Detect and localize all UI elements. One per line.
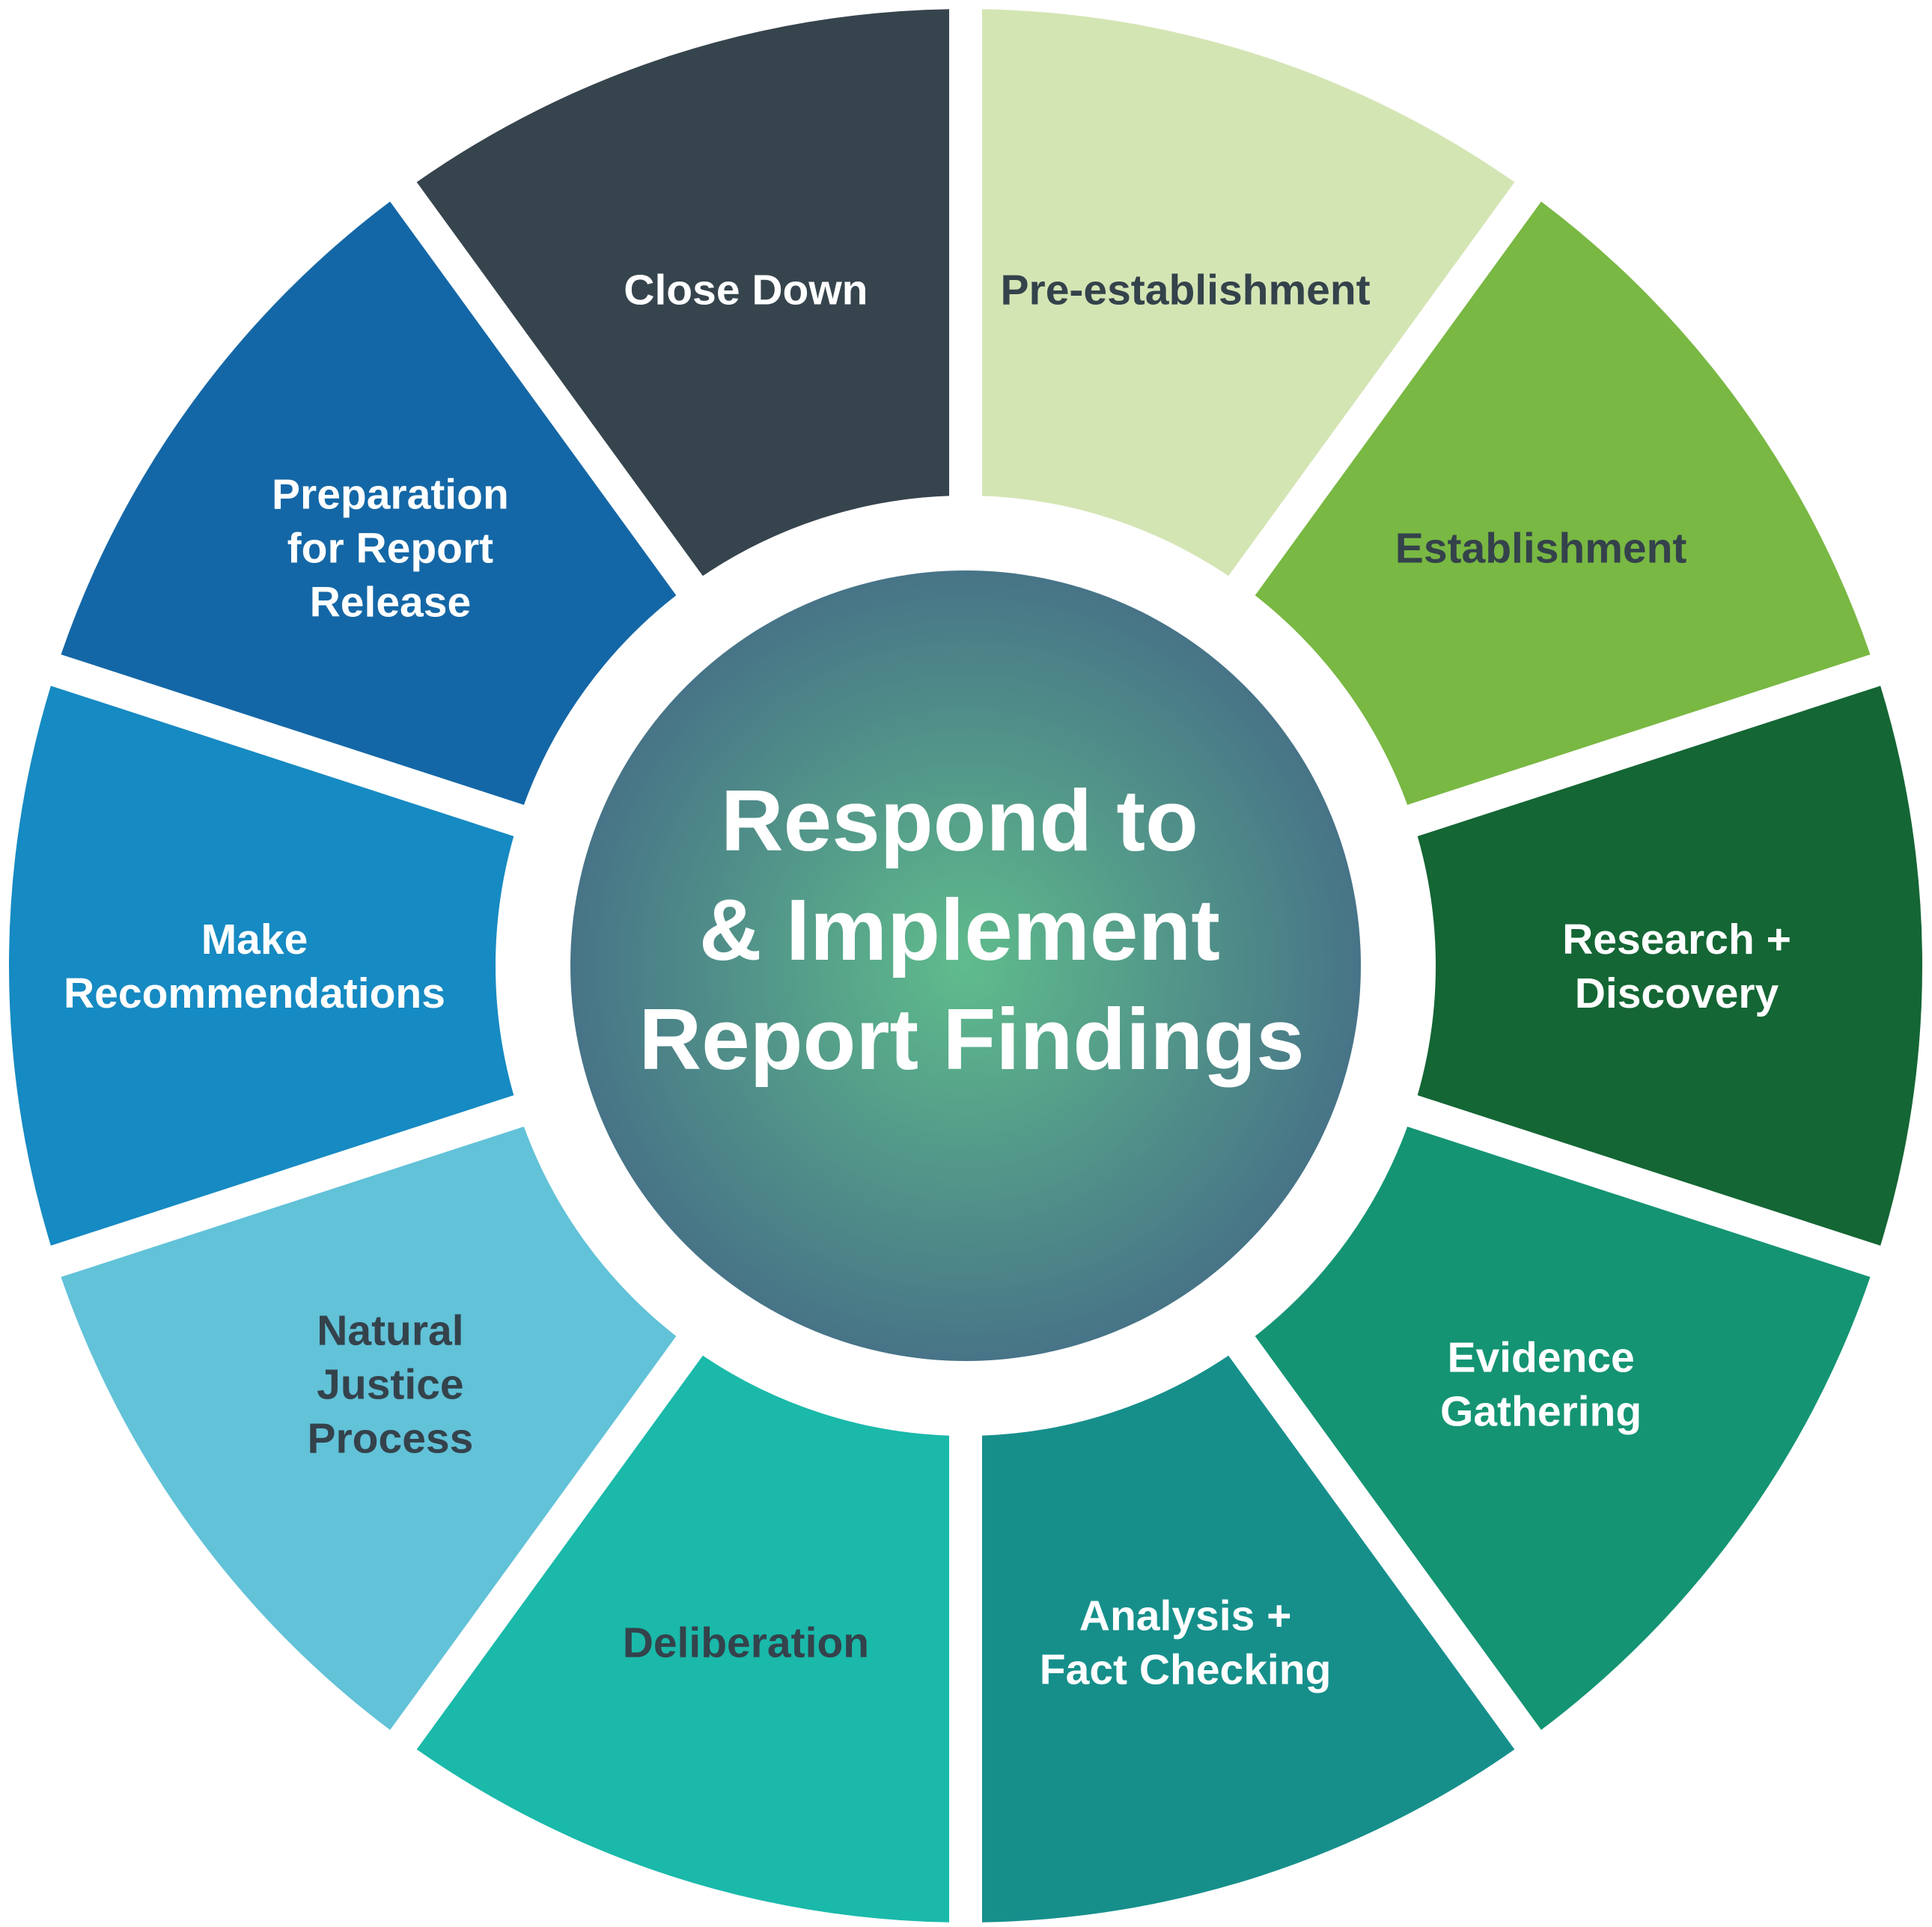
segment-shape-natural-justice-process [61, 1126, 677, 1730]
segment-shape-evidence-gathering [1255, 1126, 1871, 1730]
segment-shape-establishment [1255, 201, 1871, 806]
segment-label-line: for Report [287, 525, 494, 573]
segment-label-line: Pre-establishment [1001, 267, 1371, 314]
center-title-line-3: Report Findings [639, 990, 1304, 1088]
segment-shape-research-discovery [1417, 686, 1923, 1246]
segment-label-research-discovery: Research + Discovery [1562, 916, 1791, 1017]
segment-research-discovery: Research + Discovery [1417, 686, 1923, 1246]
segment-label-line: Fact Checking [1040, 1646, 1332, 1694]
segment-label-line: Deliberation [623, 1619, 869, 1667]
center-circle [570, 570, 1361, 1361]
segment-shape-preparation-for-report-release [61, 201, 677, 806]
segment-shape-deliberation [416, 1355, 949, 1923]
segment-pre-establishment: Pre-establishment [982, 9, 1515, 576]
segment-deliberation: Deliberation [416, 1355, 949, 1923]
segment-shape-analysis-fact-checking [982, 1355, 1515, 1923]
segment-label-line: Release [310, 579, 472, 627]
segment-label-close-down: Close Down [624, 267, 868, 314]
segment-shape-close-down [416, 9, 949, 576]
segment-label-line: Evidence [1447, 1333, 1634, 1381]
segment-shape-make-recommendations [8, 686, 514, 1246]
segment-label-line: Analysis + [1079, 1592, 1292, 1640]
segment-label-line: Gathering [1440, 1387, 1642, 1435]
segment-label-deliberation: Deliberation [623, 1619, 869, 1667]
segment-label-line: Research + [1562, 916, 1791, 964]
segment-analysis-fact-checking: Analysis + Fact Checking [982, 1355, 1515, 1923]
segment-label-line: Preparation [272, 471, 509, 519]
segment-shape-pre-establishment [982, 9, 1515, 576]
segment-label-line: Process [307, 1414, 473, 1462]
segment-label-line: Recommendations [64, 969, 445, 1017]
segment-label-line: Discovery [1575, 969, 1779, 1017]
center-title-line-2: & Implement [699, 881, 1220, 978]
segment-label-analysis-fact-checking: Analysis + Fact Checking [1040, 1592, 1332, 1694]
segment-label-line: Close Down [624, 267, 868, 314]
segment-label-pre-establishment: Pre-establishment [1001, 267, 1371, 314]
segment-close-down: Close Down [416, 9, 949, 576]
segment-label-line: Make [201, 916, 308, 964]
center-title: Respond to & Implement Report Findings [639, 772, 1304, 1088]
center-title-line-1: Respond to [721, 772, 1198, 869]
center-hub: Respond to & Implement Report Findings [570, 570, 1361, 1361]
segment-label-establishment: Establishment [1395, 525, 1687, 573]
segment-label-line: Justice [317, 1360, 463, 1408]
segment-label-line: Natural [317, 1306, 463, 1354]
segment-label-line: Establishment [1395, 525, 1687, 573]
segment-establishment: Establishment [1255, 201, 1871, 806]
